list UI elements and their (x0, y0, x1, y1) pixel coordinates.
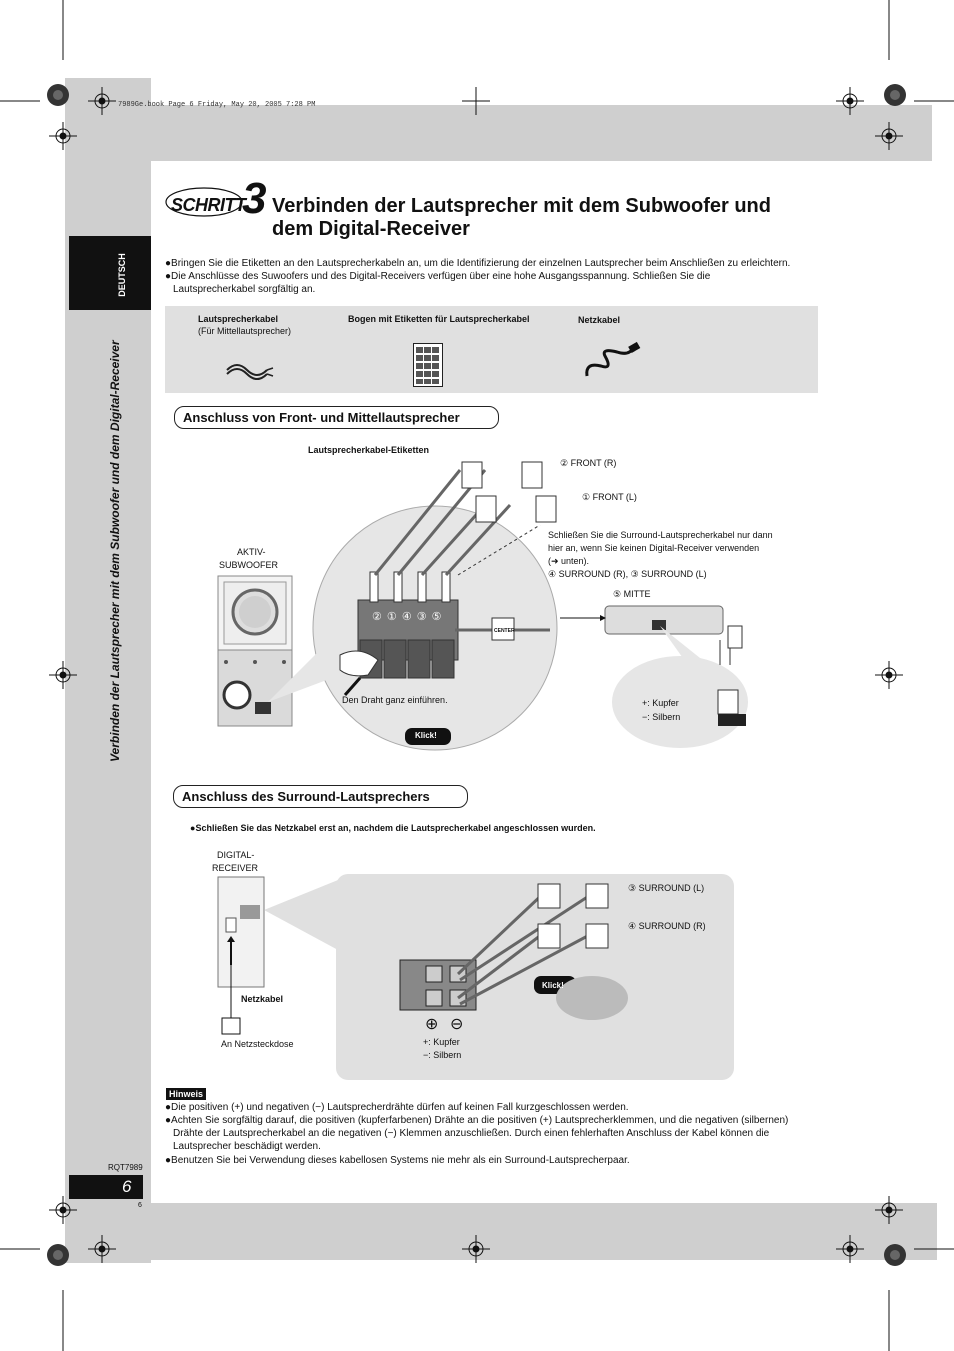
page-number-small: 6 (138, 1202, 142, 1209)
mitte-label: ⑤ MITTE (613, 589, 651, 599)
page-number-box (69, 1175, 143, 1199)
accessory-1-title: Lautsprecherkabel (198, 314, 279, 324)
hinweis-bullet-2-cont2: Lautsprecher beschädigt werden. (173, 1141, 321, 1152)
step-badge-shape (165, 187, 243, 217)
hinweis-bullet-2: ●Achten Sie sorgfältig darauf, die posit… (165, 1115, 789, 1126)
klick-label-1: Klick! (415, 731, 437, 740)
color-dot-top-right (884, 84, 906, 106)
minus-silver-label-1: −: Silbern (642, 712, 681, 722)
accessory-2-title: Bogen mit Etiketten für Lautsprecherkabe… (348, 314, 530, 324)
front-l-label: ① FRONT (L) (582, 492, 637, 502)
plus-symbol: ⊕ (425, 1016, 439, 1033)
accessory-1-sub: (Für Mittellautsprecher) (198, 326, 292, 336)
language-label: DEUTSCH (117, 253, 127, 297)
doc-code: RQT7989 (108, 1163, 143, 1172)
subwoofer-box (217, 575, 293, 727)
intro-bullet-1: ●Bringen Sie die Etiketten an den Lautsp… (165, 258, 791, 269)
accessories-panel: Lautsprecherkabel (Für Mittellautspreche… (165, 306, 818, 393)
hinweis-bullet-1: ●Die positiven (+) und negativen (−) Lau… (165, 1102, 629, 1113)
minus-symbol: ⊖ (450, 1016, 464, 1033)
reg-mark-right-bottom (875, 1196, 903, 1224)
section2-bullet: ●Schließen Sie das Netzkabel erst an, na… (190, 823, 596, 833)
plus-copper-label-1: +: Kupfer (642, 698, 679, 708)
reg-mark-bottom-right (836, 1235, 864, 1263)
plus-copper-label-2: +: Kupfer (423, 1037, 460, 1047)
vertical-title: Verbinden der Lautsprecher mit dem Subwo… (108, 340, 122, 762)
label-tags-caption: Lautsprecherkabel-Etiketten (308, 445, 430, 455)
insert-wire-label: Den Draht ganz einführen. (342, 695, 448, 705)
color-dot-top-left (47, 84, 69, 106)
hinweis-bullet-3: ●Benutzen Sie bei Verwendung dieses kabe… (165, 1155, 630, 1166)
speaker-cable-image (226, 364, 274, 380)
reg-mark-right-top (875, 122, 903, 150)
reg-mark-right-mid (875, 661, 903, 689)
reg-mark-bottom-center (462, 1235, 490, 1263)
surround-diagram (217, 876, 628, 1035)
intro-bullet-2: ●Die Anschlüsse des Suwoofers und des Di… (165, 271, 711, 282)
surround-l-label: ③ SURROUND (L) (628, 883, 705, 893)
hinweis-bullet-1-text: Die positiven (+) und negativen (−) Laut… (171, 1102, 629, 1113)
outlet-label: An Netzsteckdose (221, 1039, 294, 1049)
front-r-label: ② FRONT (R) (560, 458, 617, 468)
digital-receiver-box (217, 876, 265, 988)
surround-note-2: hier an, wenn Sie keinen Digital-Receive… (548, 543, 760, 553)
section1-title: Anschluss von Front- und Mittellautsprec… (174, 406, 499, 429)
print-info: 7989Ge.book Page 6 Friday, May 20, 2005 … (118, 101, 316, 109)
intro-bullet-2-text: Die Anschlüsse des Suwoofers und des Dig… (171, 271, 711, 282)
step-badge: SCHRITT 3 (165, 174, 276, 223)
step-word: SCHRITT (171, 195, 246, 215)
section2-bullet-text: Schließen Sie das Netzkabel erst an, nac… (195, 823, 596, 833)
klick-label-2: Klick! (542, 981, 564, 990)
section2-title: Anschluss des Surround-Lautsprechers (173, 785, 468, 808)
hinweis-bullet-2-cont1: Drähte der Lautsprecherkabel an die nega… (173, 1128, 770, 1139)
color-dot-bottom-right (884, 1244, 906, 1266)
klick-badge-1 (405, 728, 451, 745)
label-sheet-image (413, 343, 443, 387)
receiver-label-2: RECEIVER (212, 863, 259, 873)
hinweis-bullet-3-text: Benutzen Sie bei Verwendung dieses kabel… (171, 1155, 630, 1166)
center-speaker (604, 605, 724, 635)
center-tag-text: CENTER (494, 628, 515, 634)
reg-mark-top-center (462, 87, 490, 115)
surround-note-1: Schließen Sie die Surround-Lautsprecherk… (548, 530, 773, 540)
step-number: 3 (242, 174, 267, 223)
page-title-line2: dem Digital-Receiver (272, 218, 470, 240)
reg-mark-left-bottom (49, 1196, 77, 1224)
terminal-numbers: ② ① ④ ③ ⑤ (372, 611, 443, 623)
subwoofer-label-1: AKTIV- (237, 547, 266, 557)
surround-note-3: (➜ unten). (548, 556, 590, 566)
cable-tags (461, 461, 557, 641)
intro-bullet-1-text: Bringen Sie die Etiketten an den Lautspr… (171, 258, 791, 269)
reg-mark-left-top (49, 122, 77, 150)
page-title-line1: Verbinden der Lautsprecher mit dem Subwo… (272, 195, 771, 217)
bottom-band (65, 1203, 937, 1260)
accessory-3-title: Netzkabel (578, 315, 621, 325)
netzkabel-label: Netzkabel (241, 994, 284, 1004)
top-band (65, 105, 932, 161)
power-cord-image (585, 341, 641, 377)
reg-mark-top-right (836, 87, 864, 115)
reg-mark-top-left (88, 87, 116, 115)
front-center-diagram (217, 461, 748, 751)
surround-note-4: ④ SURROUND (R), ③ SURROUND (L) (548, 569, 707, 579)
wire-detail-bubble (612, 656, 748, 748)
hinweis-badge: Hinweis (166, 1088, 207, 1100)
reg-mark-left-mid (49, 661, 77, 689)
subwoofer-label-2: SUBWOOFER (219, 560, 279, 570)
receiver-label-1: DIGITAL- (217, 850, 255, 860)
terminal-block (357, 571, 459, 679)
hinweis-bullet-2-text: Achten Sie sorgfältig darauf, die positi… (171, 1115, 789, 1126)
page-number: 6 (122, 1177, 132, 1196)
surround-r-label: ④ SURROUND (R) (628, 921, 706, 931)
color-dot-bottom-left (47, 1244, 69, 1266)
minus-silver-label-2: −: Silbern (423, 1050, 462, 1060)
language-tab (69, 236, 151, 310)
reg-mark-bottom-left (88, 1235, 116, 1263)
intro-bullet-2-cont: Lautsprecherkabel sorgfältig an. (173, 284, 316, 295)
